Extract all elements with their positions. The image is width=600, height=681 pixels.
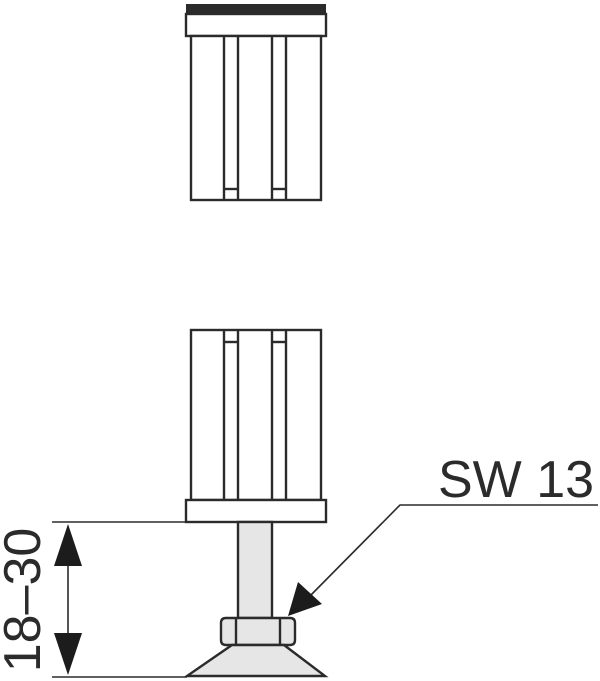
dimension-arrow-up: [54, 524, 82, 566]
height-dimension: 18–30: [0, 521, 187, 678]
lower-insert-collar: [184, 498, 328, 524]
upper-insert-cap: [186, 4, 326, 14]
wrench-size-callout: SW 13: [288, 451, 598, 616]
wrench-size-label: SW 13: [438, 451, 594, 509]
upper-insert-collar: [184, 12, 328, 38]
dimension-arrow-down: [54, 633, 82, 675]
leader-line: [307, 504, 598, 599]
upper-insert: [184, 4, 328, 202]
hex-nut: [219, 616, 297, 647]
foot-base: [183, 643, 329, 678]
height-range-label: 18–30: [0, 528, 52, 673]
threaded-spindle: [236, 520, 274, 620]
lower-insert: [184, 328, 328, 524]
leveling-foot: [183, 520, 329, 678]
upper-insert-body: [189, 34, 323, 202]
leader-arrow: [288, 582, 322, 616]
lower-insert-body: [189, 328, 323, 502]
